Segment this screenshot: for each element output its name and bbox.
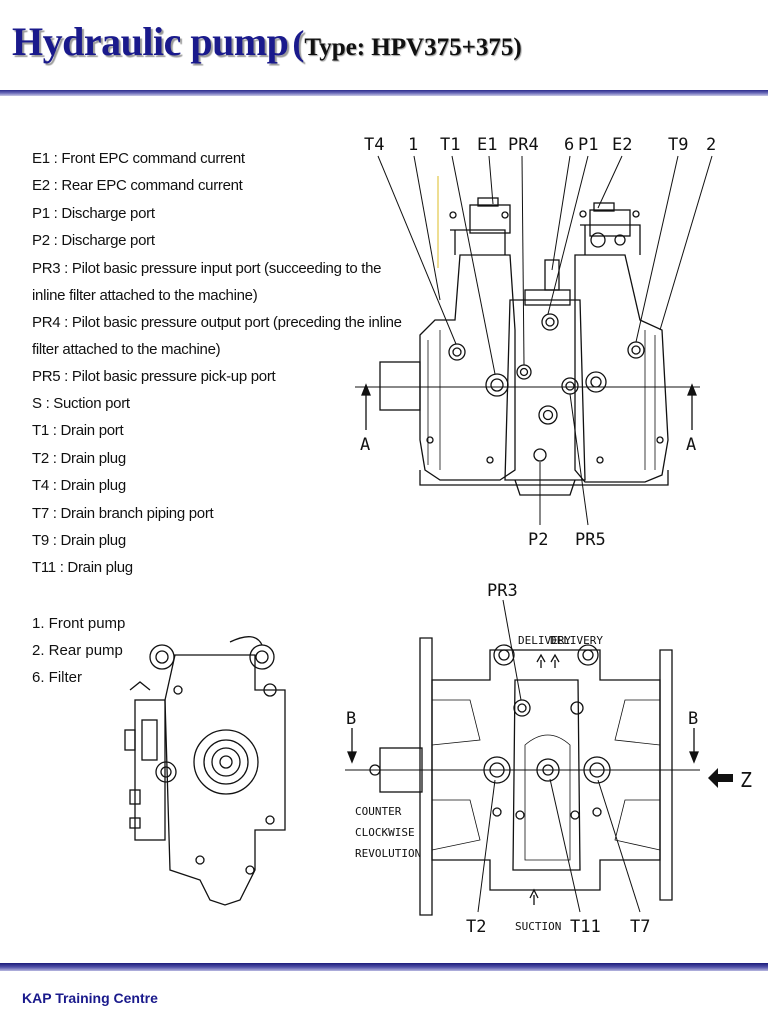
label-clockwise: CLOCKWISE [355,826,415,839]
title-type: Type: HPV375+375) [304,34,522,61]
legend-item: S : Suction port [32,395,130,413]
legend-item: T1 : Drain port [32,422,124,440]
label-e1: E1 [477,135,497,155]
label-a-right: A [686,435,696,455]
label-b-left: B [346,709,356,729]
bottom-view-drawing [345,599,733,916]
label-1: 1 [408,135,418,155]
label-delivery-right: DELIVERY [550,634,603,647]
label-t4: T4 [364,135,384,155]
parts-item: 6. Filter [32,669,83,686]
top-view-drawing [355,155,713,526]
label-z: Z [740,768,752,792]
parts-item: 1. Front pump [32,615,126,632]
title-main: Hydraulic pump [12,19,289,64]
label-2: 2 [706,135,716,155]
legend-item: T9 : Drain plug [32,532,126,550]
parts-legend: 1. Front pump 2. Rear pump 6. Filter [32,610,125,691]
label-delivery-left: DELIVERY [518,634,571,647]
legend-item: T4 : Drain plug [32,477,126,495]
label-t9: T9 [668,135,688,155]
label-a-left: A [360,435,370,455]
label-p2: P2 [528,530,548,550]
label-b-right: B [688,709,698,729]
footer-divider [0,963,768,971]
legend-item: PR3 : Pilot basic pressure input port (s… [32,259,382,304]
label-pr4: PR4 [508,135,539,155]
legend-item: PR5 : Pilot basic pressure pick-up port [32,367,276,385]
legend-item: E2 : Rear EPC command current [32,177,243,195]
port-legend: E1 : Front EPC command current E2 : Rear… [32,145,402,582]
footer-text: KAP Training Centre [22,990,158,1006]
header-divider [0,90,768,96]
label-pr3: PR3 [487,581,518,601]
label-counter: COUNTER [355,805,402,818]
label-revolution: REVOLUTION [355,847,421,860]
legend-item: P1 : Discharge port [32,204,155,222]
label-t11: T11 [570,917,601,937]
legend-item: PR4 : Pilot basic pressure output port (… [32,313,402,358]
label-e2: E2 [612,135,632,155]
label-t2: T2 [466,917,486,937]
end-view-drawing [124,636,286,906]
page-title: Hydraulic pump (Type: HPV375+375) [12,18,522,65]
parts-item: 2. Rear pump [32,642,123,659]
legend-item: T7 : Drain branch piping port [32,504,214,522]
legend-item: T2 : Drain plug [32,449,126,467]
label-pr5: PR5 [575,530,606,550]
legend-item: E1 : Front EPC command current [32,150,245,167]
label-6: 6 [564,135,574,155]
label-t1: T1 [440,135,460,155]
label-p1: P1 [578,135,598,155]
title-paren: ( [292,23,305,63]
label-suction: SUCTION [515,920,561,933]
legend-item: P2 : Discharge port [32,232,155,250]
legend-item: T11 : Drain plug [32,559,133,577]
label-t7: T7 [630,917,650,937]
